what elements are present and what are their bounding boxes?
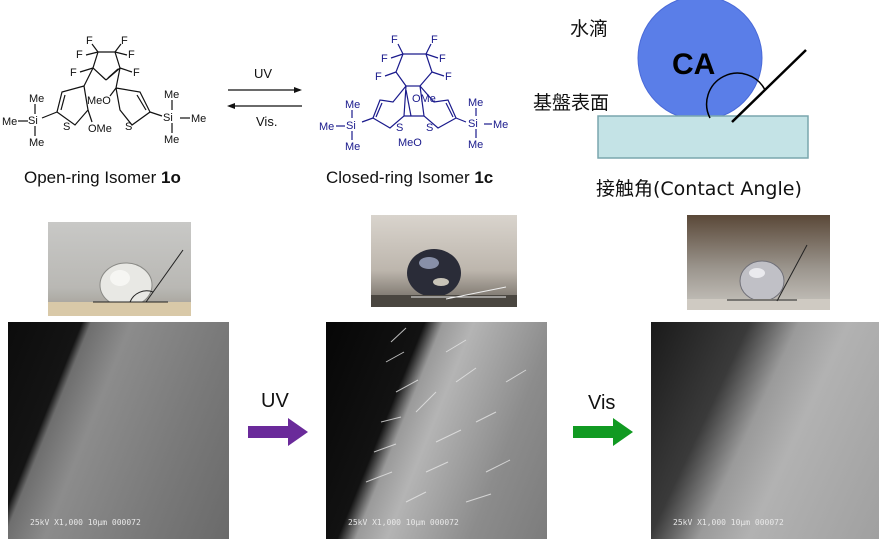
svg-text:Si: Si <box>346 120 356 132</box>
closed-ring-caption: Closed-ring Isomer 1c <box>326 168 493 188</box>
closed-ring-structure: F F F F F F S S Si Si Me Me Me Me Me Me … <box>318 30 518 160</box>
open-ring-caption: Open-ring Isomer 1o <box>24 168 181 188</box>
sem-image-1: 25kV X1,000 10μm 000072 <box>8 322 229 539</box>
svg-text:MeO: MeO <box>398 137 422 149</box>
svg-text:F: F <box>391 34 398 46</box>
droplet-photo-2 <box>371 215 517 307</box>
sem-nanowire-texture-icon <box>365 327 527 503</box>
uv-process-label: UV <box>261 390 289 412</box>
svg-text:MeO: MeO <box>87 95 111 107</box>
svg-text:Si: Si <box>28 115 38 127</box>
svg-text:F: F <box>121 35 128 47</box>
svg-text:Me: Me <box>493 119 508 131</box>
svg-text:Me: Me <box>29 137 44 149</box>
ca-label: CA <box>672 48 716 81</box>
uv-reaction-label: UV <box>254 66 273 81</box>
open-ring-name: Open-ring Isomer <box>24 168 161 187</box>
vis-reaction-label: Vis. <box>256 114 278 129</box>
open-ring-compound-id: 1o <box>161 168 181 187</box>
vis-arrow-icon <box>573 418 633 446</box>
sem-info-1: 25kV X1,000 10μm 000072 <box>30 518 141 527</box>
sem-info-2: 25kV X1,000 10μm 000072 <box>348 518 459 527</box>
svg-text:Me: Me <box>2 116 17 128</box>
open-ring-molecule-icon: F F F F F F S S Si Si Me Me Me Me Me Me … <box>2 35 206 149</box>
water-drop-label: 水滴 <box>570 18 609 40</box>
closed-ring-name: Closed-ring Isomer <box>326 168 475 187</box>
svg-text:Me: Me <box>468 97 483 109</box>
svg-text:Me: Me <box>164 89 179 101</box>
uv-arrow <box>248 418 310 446</box>
svg-text:F: F <box>70 67 77 79</box>
svg-text:Me: Me <box>164 134 179 146</box>
reaction-arrows <box>222 64 308 134</box>
svg-text:OMe: OMe <box>88 123 112 135</box>
vis-arrow <box>573 418 635 446</box>
contact-angle-diagram <box>590 0 820 165</box>
svg-text:S: S <box>63 121 70 133</box>
svg-text:F: F <box>76 49 83 61</box>
uv-arrow-icon <box>248 418 308 446</box>
svg-text:F: F <box>86 35 93 47</box>
svg-text:S: S <box>426 122 433 134</box>
contact-angle-caption: 接触角(Contact Angle) <box>596 178 802 200</box>
svg-text:F: F <box>445 71 452 83</box>
closed-ring-compound-id: 1c <box>474 168 494 187</box>
svg-text:F: F <box>431 34 438 46</box>
droplet-photo-1 <box>48 222 191 316</box>
svg-text:Me: Me <box>345 141 360 153</box>
droplet-photo-3 <box>687 215 830 310</box>
svg-text:F: F <box>381 53 388 65</box>
svg-text:OMe: OMe <box>412 93 436 105</box>
equilibrium-arrows-icon <box>227 87 302 109</box>
svg-text:S: S <box>125 121 132 133</box>
closed-ring-molecule-icon: F F F F F F S S Si Si Me Me Me Me Me Me … <box>319 34 508 153</box>
svg-text:F: F <box>375 71 382 83</box>
svg-text:F: F <box>133 67 140 79</box>
svg-text:Me: Me <box>319 121 334 133</box>
svg-text:Me: Me <box>468 139 483 151</box>
svg-text:F: F <box>128 49 135 61</box>
sem-info-3: 25kV X1,000 10μm 000072 <box>673 518 784 527</box>
droplet-schematic-icon <box>597 0 809 159</box>
open-ring-structure: F F F F F F S S Si Si Me Me Me Me Me Me … <box>0 30 215 160</box>
svg-text:Me: Me <box>345 99 360 111</box>
svg-text:Me: Me <box>29 93 44 105</box>
sem-image-3: 25kV X1,000 10μm 000072 <box>651 322 879 539</box>
sem-image-2: 25kV X1,000 10μm 000072 <box>326 322 547 539</box>
svg-text:S: S <box>396 122 403 134</box>
vis-process-label: Vis <box>588 392 616 414</box>
svg-text:F: F <box>439 53 446 65</box>
substrate-surface-label: 基盤表面 <box>533 92 610 114</box>
svg-text:Me: Me <box>191 113 206 125</box>
svg-text:Si: Si <box>163 112 173 124</box>
svg-text:Si: Si <box>468 118 478 130</box>
